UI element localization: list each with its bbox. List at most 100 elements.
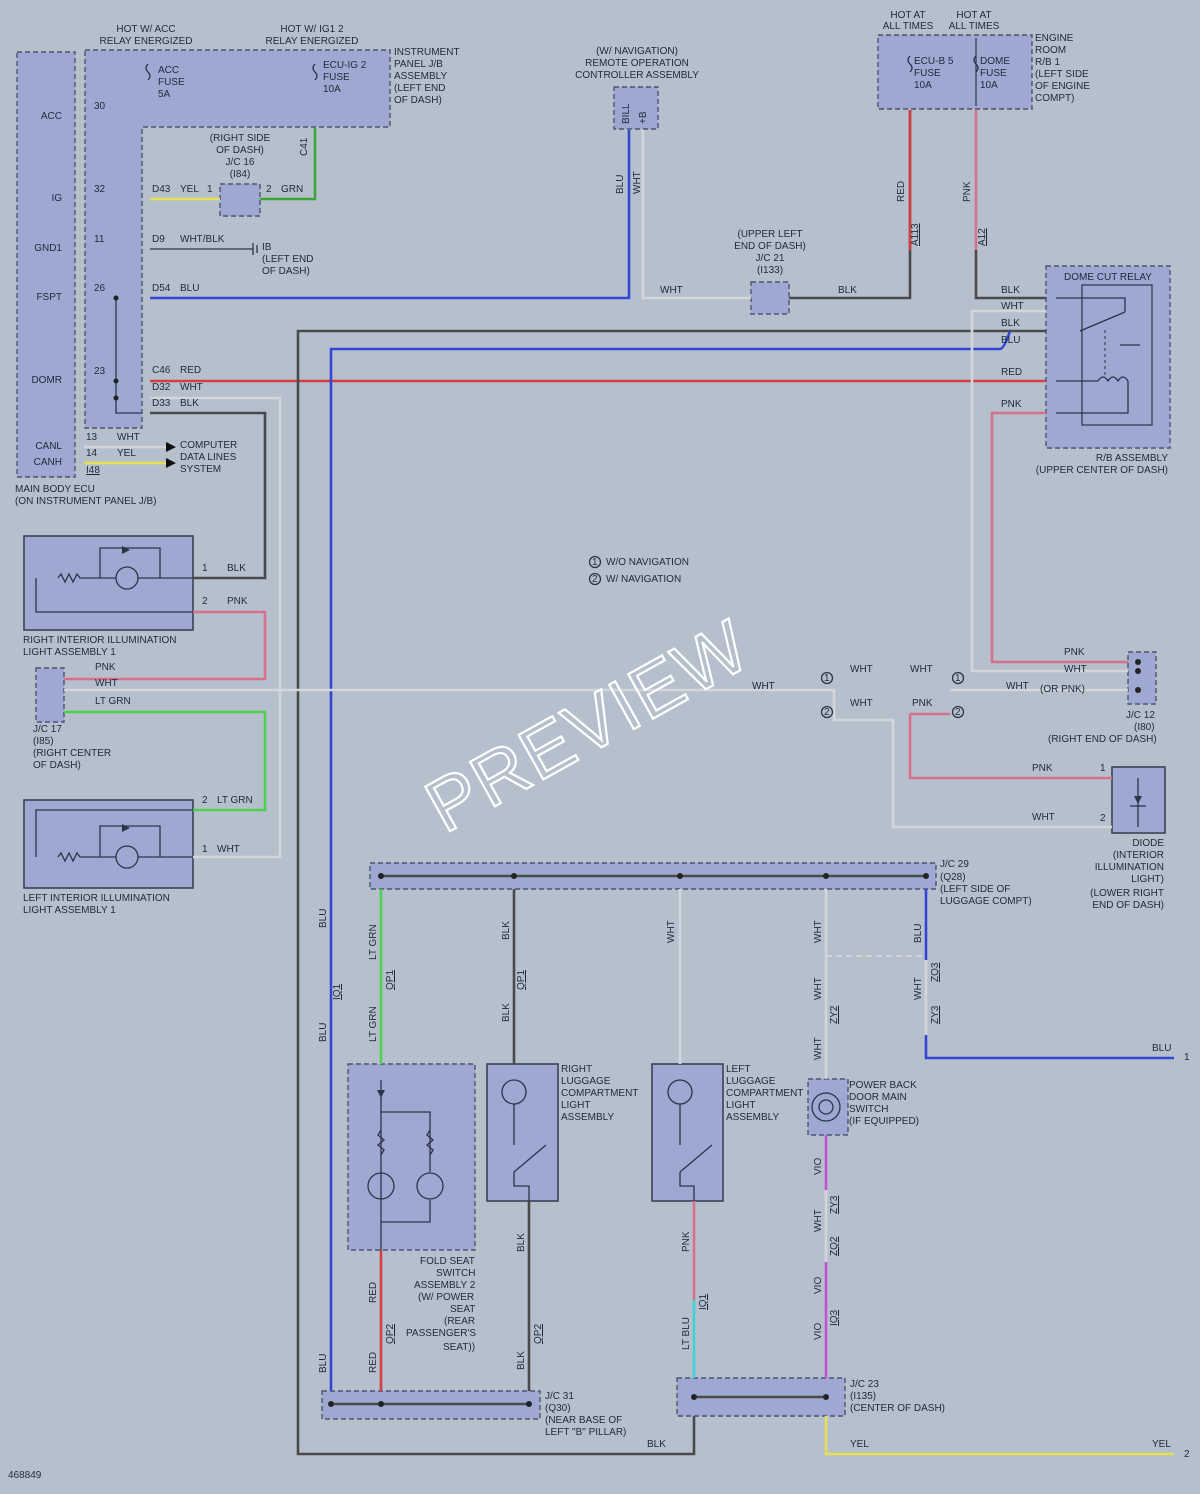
jc31-label-1: J/C 31 xyxy=(545,1391,574,1402)
wire-left-light-ltgrn xyxy=(64,710,267,812)
wire-label-nav-blu: BLU xyxy=(615,175,626,194)
wire-dome-blk xyxy=(974,250,1046,300)
wire-label-nav2-pnk: PNK xyxy=(912,698,933,709)
pin-num-11: 11 xyxy=(94,234,105,245)
wire-label-nav-wht: WHT xyxy=(632,171,643,194)
conn-iq1-llug: IQ1 xyxy=(698,1293,709,1310)
wire-label-fold-ltgrn-1: LT GRN xyxy=(368,924,379,960)
er-label-6: COMPT) xyxy=(1035,93,1074,104)
wire-label-wht-blk: WHT/BLK xyxy=(180,234,225,245)
wire-label-left-light-ltgrn: LT GRN xyxy=(217,795,253,806)
wire-jc21-blk xyxy=(789,110,912,300)
wire-label-jc12-pnk: PNK xyxy=(1064,647,1085,658)
pin-ig: IG xyxy=(51,193,62,204)
pin-canh: CANH xyxy=(34,457,62,468)
hot1-line1: HOT AT xyxy=(890,10,925,21)
diode-pin-1: 1 xyxy=(1100,763,1106,774)
wire-label-llug-wht: WHT xyxy=(666,920,677,943)
jc29-label-2: (Q28) xyxy=(940,872,966,883)
legend-inline-1b: 1 xyxy=(955,673,961,684)
jb-label-4: (LEFT END xyxy=(394,83,446,94)
right-light-label-2: LIGHT ASSEMBLY 1 xyxy=(23,647,116,658)
jc16-label-4: (I84) xyxy=(230,169,251,180)
diode-label-6: END OF DASH) xyxy=(1092,900,1164,911)
wire-label-relay-pnk: PNK xyxy=(1001,399,1022,410)
dome-cut-relay-inner xyxy=(1081,284,1153,426)
jc16-label-1: (RIGHT SIDE xyxy=(210,133,271,144)
end-marker-2: 2 xyxy=(1184,1449,1190,1460)
ecub-fuse-1: ECU-B 5 xyxy=(914,56,954,67)
conn-zy3-pbd: ZY3 xyxy=(829,1195,840,1214)
wire-label-d32-wht: WHT xyxy=(180,382,203,393)
wire-label-mid-wht: WHT xyxy=(752,681,775,692)
wire-label-left-blu-1: BLU xyxy=(318,909,329,928)
cds-label-1: COMPUTER xyxy=(180,440,237,451)
cds-label-2: DATA LINES xyxy=(180,452,237,463)
wire-label-jc17-pnk: PNK xyxy=(95,662,116,673)
conn-d54: D54 xyxy=(152,283,171,294)
wire-label-left-blu-2: BLU xyxy=(318,1023,329,1042)
jc12-label-1: J/C 12 xyxy=(1126,710,1155,721)
engine-room-rb-box xyxy=(877,34,1033,110)
rb-assembly-label-1: R/B ASSEMBLY xyxy=(1096,453,1168,464)
wire-label-pbd-wht-2: WHT xyxy=(813,977,824,1000)
wire-label-fold-red-2: RED xyxy=(368,1352,379,1373)
wire-label-jc12-wht: WHT xyxy=(1064,664,1087,675)
conn-qp2-fold: QP2 xyxy=(385,1324,396,1344)
left-lug-label-2: LUGGAGE xyxy=(726,1076,776,1087)
wire-label-nav1-wht-2: WHT xyxy=(910,664,933,675)
cds-label-3: SYSTEM xyxy=(180,464,221,475)
jc29-label-4: LUGGAGE COMPT) xyxy=(940,896,1032,907)
conn-c41: C41 xyxy=(299,137,310,156)
jc12-box xyxy=(1127,651,1157,705)
ecub-fuse-icon xyxy=(907,55,913,73)
right-light-bulb-icon xyxy=(35,546,193,613)
jc29-label-1: J/C 29 xyxy=(940,859,969,870)
wire-label-canl-wht: WHT xyxy=(117,432,140,443)
pin-fspt: FSPT xyxy=(36,292,62,303)
pin-num-23: 23 xyxy=(94,366,106,377)
legend-inline-1a: 1 xyxy=(824,673,830,684)
conn-iq1-left: IQ1 xyxy=(332,983,343,1000)
jc17-label-1: J/C 17 xyxy=(33,724,62,735)
left-light-pin-1: 1 xyxy=(202,844,208,855)
legend-marker-1: 1 xyxy=(592,557,598,568)
right-lug-label-4: LIGHT xyxy=(561,1100,590,1111)
wire-label-bottom-blk: BLK xyxy=(647,1439,666,1450)
wire-diode-pnk xyxy=(908,714,1112,780)
rb-assembly-label-2: (UPPER CENTER OF DASH) xyxy=(1036,465,1168,476)
jc17-label-4: OF DASH) xyxy=(33,760,81,771)
instrument-panel-jb-box xyxy=(84,49,391,429)
fold-seat-label-6: (REAR xyxy=(444,1316,475,1327)
jc21-box xyxy=(750,281,790,315)
jc16-label-3: J/C 16 xyxy=(226,157,255,168)
right-luggage-light-icon xyxy=(501,1079,547,1201)
legend-inline-2b: 2 xyxy=(955,707,961,718)
power-back-label-3: SWITCH xyxy=(849,1104,888,1115)
ib-label-1: IB xyxy=(262,242,272,253)
jc17-label-2: (I85) xyxy=(33,736,54,747)
diode-label-1: DIODE xyxy=(1132,838,1164,849)
jc29-label-3: (LEFT SIDE OF xyxy=(940,884,1010,895)
wire-d33-blk xyxy=(150,411,267,580)
jb-label-3: ASSEMBLY xyxy=(394,71,447,82)
jc21-label-4: (I133) xyxy=(757,265,783,276)
right-lug-label-5: ASSEMBLY xyxy=(561,1112,614,1123)
ecu-ig2-fuse-2: FUSE xyxy=(323,72,350,83)
pin-canl: CANL xyxy=(35,441,62,452)
wire-label-pbd-wht-4: WHT xyxy=(813,1209,824,1232)
ecu-ig2-fuse-icon xyxy=(312,63,318,81)
wire-d54-blu xyxy=(150,130,631,300)
left-interior-light-box xyxy=(23,799,194,889)
wire-label-rlug-blk-3: BLK xyxy=(516,1233,527,1252)
conn-c46: C46 xyxy=(152,365,171,376)
right-lug-label-3: COMPARTMENT xyxy=(561,1088,638,1099)
diode-pin-2: 2 xyxy=(1100,813,1106,824)
relay-title: DOME CUT RELAY xyxy=(1064,272,1152,283)
pin-num-14: 14 xyxy=(86,448,98,459)
wire-label-d54-blu: BLU xyxy=(180,283,199,294)
nav-label-3: CONTROLLER ASSEMBLY xyxy=(575,70,699,81)
dome-fuse-3: 10A xyxy=(980,80,998,91)
pin-num-30: 30 xyxy=(94,101,106,112)
